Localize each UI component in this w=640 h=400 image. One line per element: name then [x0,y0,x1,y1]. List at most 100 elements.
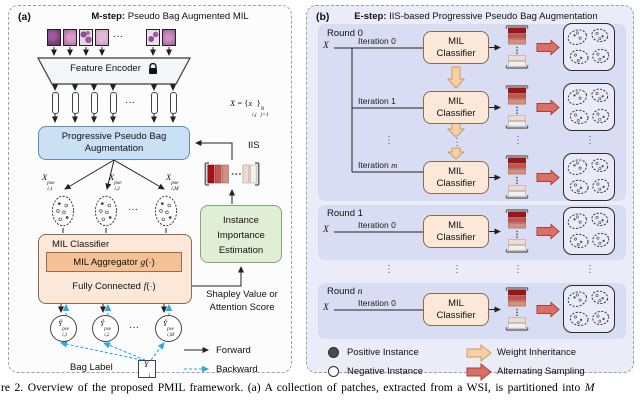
bags-ellipsis: ··· [128,204,138,215]
histology-patch [63,29,77,46]
iteration-0-label: Iteration 0 [358,220,396,230]
pseudo-bag-partition [563,285,615,333]
instance-importance-box: Instance Importance Estimation [200,205,282,263]
bag-label-symbol-box: Y i [138,359,156,378]
bag-label-backward-lines [59,341,165,361]
histology-patch [95,29,109,46]
vertical-dots: ⋮ [384,135,394,146]
figure-caption: re 2. Overview of the proposed PMIL fram… [1,381,595,394]
iteration-1-label: Iteration 1 [358,96,396,106]
vertical-dots: ⋮ [452,137,462,148]
vertical-dots: ⋮ [585,264,595,275]
alternating-sampling-arrows [536,39,560,318]
encoder-to-feature-arrows [52,84,176,91]
mil-classifier-title: MIL Classifier [52,239,110,250]
histology-patch [47,29,61,46]
vertical-dots: ⋮ [513,135,523,146]
positive-instance-label: Positive Instance [347,347,419,358]
histology-patch [162,29,176,46]
patch-to-encoder-arrows [51,47,172,56]
feature-vector [91,92,98,114]
lock-icon [148,63,157,74]
instance-score-stack [503,208,531,254]
panel-a-title: M-step: Pseudo Bag Augmented MIL [91,11,249,22]
negative-instance-label: Negative Instance [347,366,424,377]
iteration-m-label: Iteration m [358,160,398,170]
vertical-dots: ⋮ [513,264,523,275]
patches-ellipsis: ··· [113,31,123,42]
weight-inheritance-label: Weight Inheritance [497,347,577,358]
histology-patch [146,29,160,46]
feature-vector [52,92,59,114]
pseudo-bag-partition [563,83,615,131]
input-bag-symbol: X [323,225,329,235]
classifier-to-pred-arrows [58,303,173,316]
feature-encoder: Feature Encoder [38,63,190,75]
round0-input-lines [334,47,423,173]
vertical-dots: ⋮ [384,264,394,275]
vertical-dots: ⋮ [585,135,595,146]
panel-b-tag: (b) [316,11,330,23]
mil-aggregator-bar [46,252,182,272]
feature-vector [110,92,117,114]
positive-instance-icon [328,347,339,358]
feature-vector [151,92,158,114]
fully-connected-label: Fully Connected f(·) [72,281,156,292]
instance-score-stack [503,84,531,130]
bag-to-classifier-stems [62,228,167,233]
backward-legend-label: Backward [216,364,258,375]
feature-vector [170,92,177,114]
vertical-dots: ⋮ [452,264,462,275]
features-ellipsis: ··· [125,97,135,108]
preds-ellipsis: ··· [129,322,139,333]
round-n-label: Round n [327,286,363,297]
feature-encoder-trapezoid [36,57,192,85]
iis-label: IIS [248,140,260,151]
iteration-0-label: Iteration 0 [358,36,396,46]
feature-to-augmentation-arrows [52,114,176,123]
pseudo-bag [51,194,75,228]
alternating-sampling-legend-arrow [466,362,492,382]
augmentation-fanout-arrows [64,159,165,190]
bag-label-text: Bag Label [70,362,113,373]
progressive-augmentation-box: Progressive Pseudo Bag Augmentation [38,126,190,160]
input-bag-symbol: X [323,41,329,51]
pseudo-bag-partition [563,153,615,201]
pseudo-bag [154,194,178,228]
instance-score-stack [503,286,531,332]
feature-encoder-label: Feature Encoder [70,63,141,75]
pseudo-bag [94,194,118,228]
alternating-sampling-label: Alternating Sampling [497,366,585,377]
iteration-0-label: Iteration 0 [358,298,396,308]
panel-b-title: E-step: IIS-based Progressive Pseudo Bag… [354,11,598,22]
fc-to-iie-line [190,266,244,287]
iis-feedback-line [195,140,233,160]
score-type-label: Shapley Value or Attention Score [206,289,278,313]
mil-aggregator-label: MIL Aggregator g(·) [73,257,155,268]
classifier-to-stack-arrows [489,44,501,313]
weight-inheritance-legend-arrow [466,343,492,363]
weight-inheritance-arrows [446,66,466,160]
iis-score-stack [204,162,260,186]
forward-legend-label: Forward [216,345,251,356]
pseudo-bag-partition [563,207,615,255]
pseudo-bag-partition [563,23,615,71]
round-0-label: Round 0 [327,28,363,39]
round-1-label: Round 1 [327,208,363,219]
negative-instance-icon [328,366,339,377]
panel-a-tag: (a) [18,11,31,23]
instance-score-stack [503,154,531,200]
input-bag-symbol: X [323,303,329,313]
histology-patch [79,29,93,46]
instance-score-stack [503,24,531,70]
